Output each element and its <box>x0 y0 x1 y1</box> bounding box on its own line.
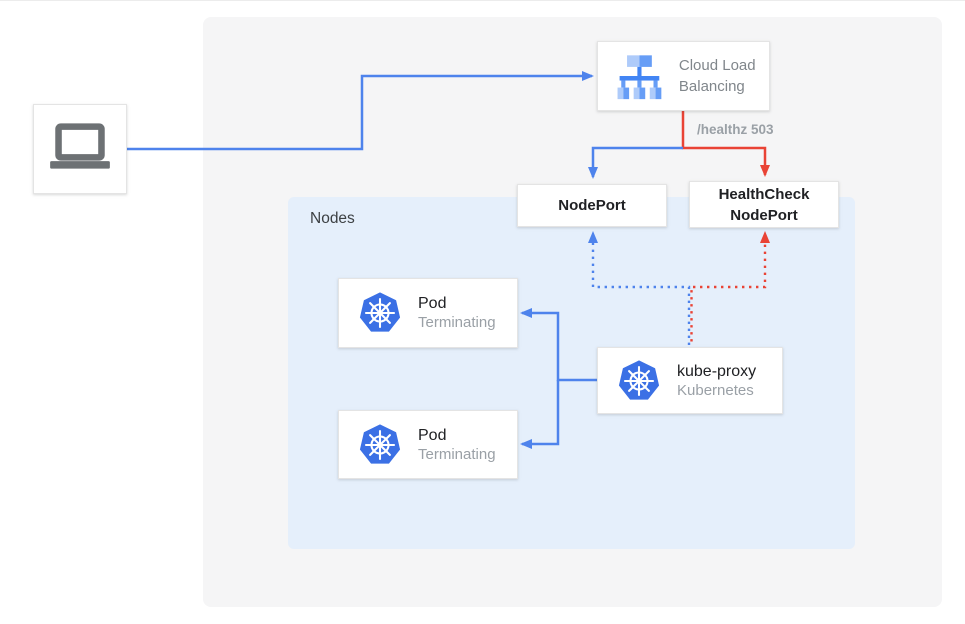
pod-1-card: Pod Terminating <box>338 278 518 348</box>
healthz-503-label: /healthz 503 <box>697 122 774 137</box>
healthcheck-nodeport-label: HealthCheck NodePort <box>718 185 810 224</box>
kubernetes-icon <box>359 292 401 332</box>
kube-proxy-title: kube-proxy <box>677 362 757 380</box>
kube-proxy-subtitle: Kubernetes <box>677 381 754 399</box>
pod-2-card: Pod Terminating <box>338 410 518 479</box>
client-card <box>33 104 127 194</box>
kubernetes-icon <box>618 359 660 400</box>
nodes-label: Nodes <box>310 210 355 227</box>
cloud-load-balancing-label: Cloud Load Balancing <box>678 57 756 95</box>
kubernetes-icon <box>359 423 401 464</box>
healthcheck-nodeport-card: HealthCheck NodePort <box>689 181 839 228</box>
laptop-icon <box>50 123 110 169</box>
nodeport-card: NodePort <box>517 184 667 227</box>
pod-1-title: Pod <box>418 295 447 312</box>
kube-proxy-card: kube-proxy Kubernetes <box>597 347 783 414</box>
pod-1-status: Terminating <box>418 314 496 331</box>
nodeport-label: NodePort <box>558 197 626 214</box>
cloud-load-balancing-card: Cloud Load Balancing <box>597 41 770 111</box>
pod-2-title: Pod <box>418 426 447 444</box>
load-balancer-icon <box>617 55 662 100</box>
pod-2-status: Terminating <box>418 445 496 463</box>
